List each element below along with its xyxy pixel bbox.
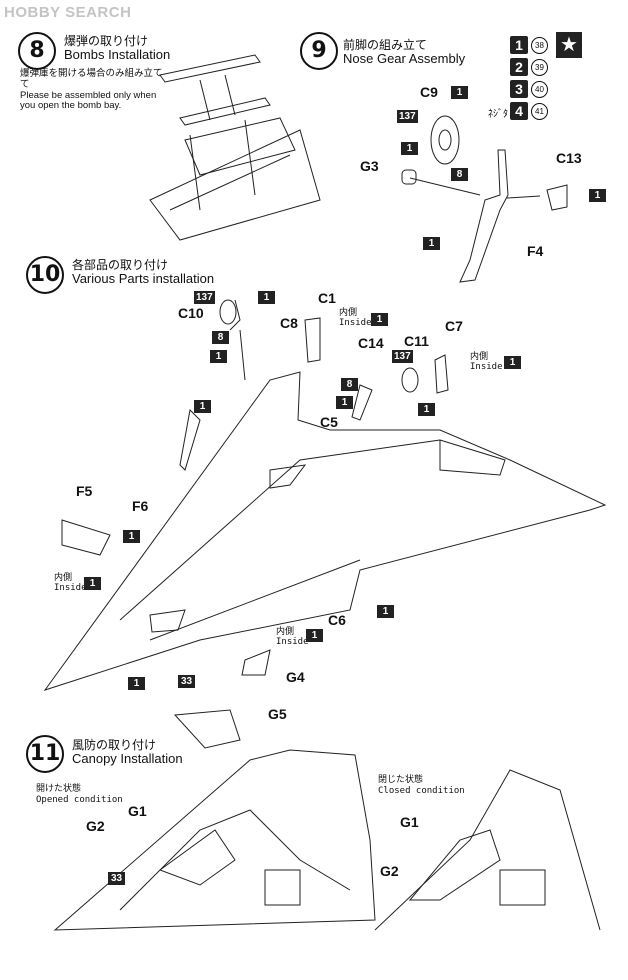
step-8-title-en: Bombs Installation (64, 47, 171, 62)
part-label-f4: F4 (527, 243, 544, 259)
opened-label-jp: 開けた状態 (36, 784, 82, 794)
inside-label-jp: 内側 (339, 308, 358, 318)
part-label-c10: C10 (178, 305, 204, 321)
aircraft-body-drawing (43, 299, 607, 691)
paint-box: 8 (341, 378, 358, 391)
part-label-g1: G1 (128, 803, 147, 819)
part-label-c14: C14 (358, 335, 384, 351)
part-label-c1: C1 (318, 290, 336, 306)
paint-box: 8 (212, 331, 229, 344)
part-label-f6: F6 (132, 498, 149, 514)
step-9-title-en: Nose Gear Assembly (343, 51, 466, 66)
part-label-f5: F5 (76, 483, 93, 499)
closed-label-jp: 閉じた状態 (378, 775, 424, 785)
paint-box: 33 (108, 872, 125, 885)
part-label-c5: C5 (320, 414, 338, 430)
inside-label-en: Inside (276, 637, 309, 647)
part-label-g4: G4 (286, 669, 305, 685)
nose-gear-drawing (401, 115, 568, 283)
watermark-logo: HOBBY SEARCH (4, 4, 132, 21)
paint-box: 8 (451, 168, 468, 181)
closed-label-en: Closed condition (378, 786, 465, 796)
paint-box: 1 (589, 189, 606, 202)
paint-box: 1 (210, 350, 227, 363)
paint-box: 137 (194, 291, 215, 304)
part-label-g5: G5 (268, 706, 287, 722)
paint-box: 137 (392, 350, 413, 363)
paint-box: 1 (306, 629, 323, 642)
step-8-title-jp: 爆弾の取り付け (64, 34, 149, 48)
step-8-note-en: Please be assembled only when (20, 90, 157, 101)
step-9-title-jp: 前脚の組み立て (343, 38, 428, 52)
paint-box: 1 (377, 605, 394, 618)
part-label-c9: C9 (420, 84, 438, 100)
inside-label-en: Inside (339, 318, 372, 328)
paint-box: 1 (423, 237, 440, 250)
opened-label-en: Opened condition (36, 795, 123, 805)
part-label-c11: C11 (404, 333, 429, 349)
step-8-number: 8 (18, 32, 56, 70)
side-annotation: ﾈｼﾞﾀ (488, 109, 508, 120)
part-label-c13: C13 (556, 150, 582, 166)
inside-label-jp: 内側 (276, 627, 295, 637)
inside-label-jp: 内側 (470, 352, 489, 362)
part-label-c8: C8 (280, 315, 298, 331)
paint-box: 1 (123, 530, 140, 543)
inside-label-en: Inside (54, 583, 87, 593)
part-label-g2: G2 (86, 818, 105, 834)
step-11-title-en: Canopy Installation (72, 751, 183, 766)
bomb-bay-drawing (149, 54, 321, 241)
step-11-number: 11 (26, 735, 64, 773)
paint-box: 1 (84, 577, 101, 590)
step-10-title-en: Various Parts installation (72, 271, 215, 286)
part-label-g2-closed: G2 (380, 863, 399, 879)
step-10-number: 10 (26, 256, 64, 294)
paint-box: 1 (336, 396, 353, 409)
paint-box: 1 (371, 313, 388, 326)
step-8-note-en-cont: you open the bomb bay. (20, 100, 122, 111)
paint-box: 1 (401, 142, 418, 155)
step-11-title-jp: 風防の取り付け (72, 738, 157, 752)
paint-box: 1 (504, 356, 521, 369)
step-8-note-jp: 爆弾庫を開ける場合のみ組み立て (20, 68, 163, 79)
step-10-title-jp: 各部品の取り付け (72, 258, 169, 272)
part-label-g3: G3 (360, 158, 379, 174)
inside-label-en: Inside (470, 362, 503, 372)
paint-box: 1 (128, 677, 145, 690)
paint-box: 137 (397, 110, 418, 123)
paint-box: 33 (178, 675, 195, 688)
part-label-c6: C6 (328, 612, 346, 628)
step-8-note-jp-cont: て (20, 79, 30, 90)
part-label-g1-closed: G1 (400, 814, 419, 830)
paint-box: 1 (194, 400, 211, 413)
star-icon: ★ (556, 32, 582, 58)
paint-box: 1 (451, 86, 468, 99)
part-label-c7: C7 (445, 318, 463, 334)
step-9-number: 9 (300, 32, 338, 70)
paint-box: 1 (418, 403, 435, 416)
inside-label-jp: 内側 (54, 573, 73, 583)
canopy-drawing (53, 709, 601, 931)
paint-box: 1 (258, 291, 275, 304)
